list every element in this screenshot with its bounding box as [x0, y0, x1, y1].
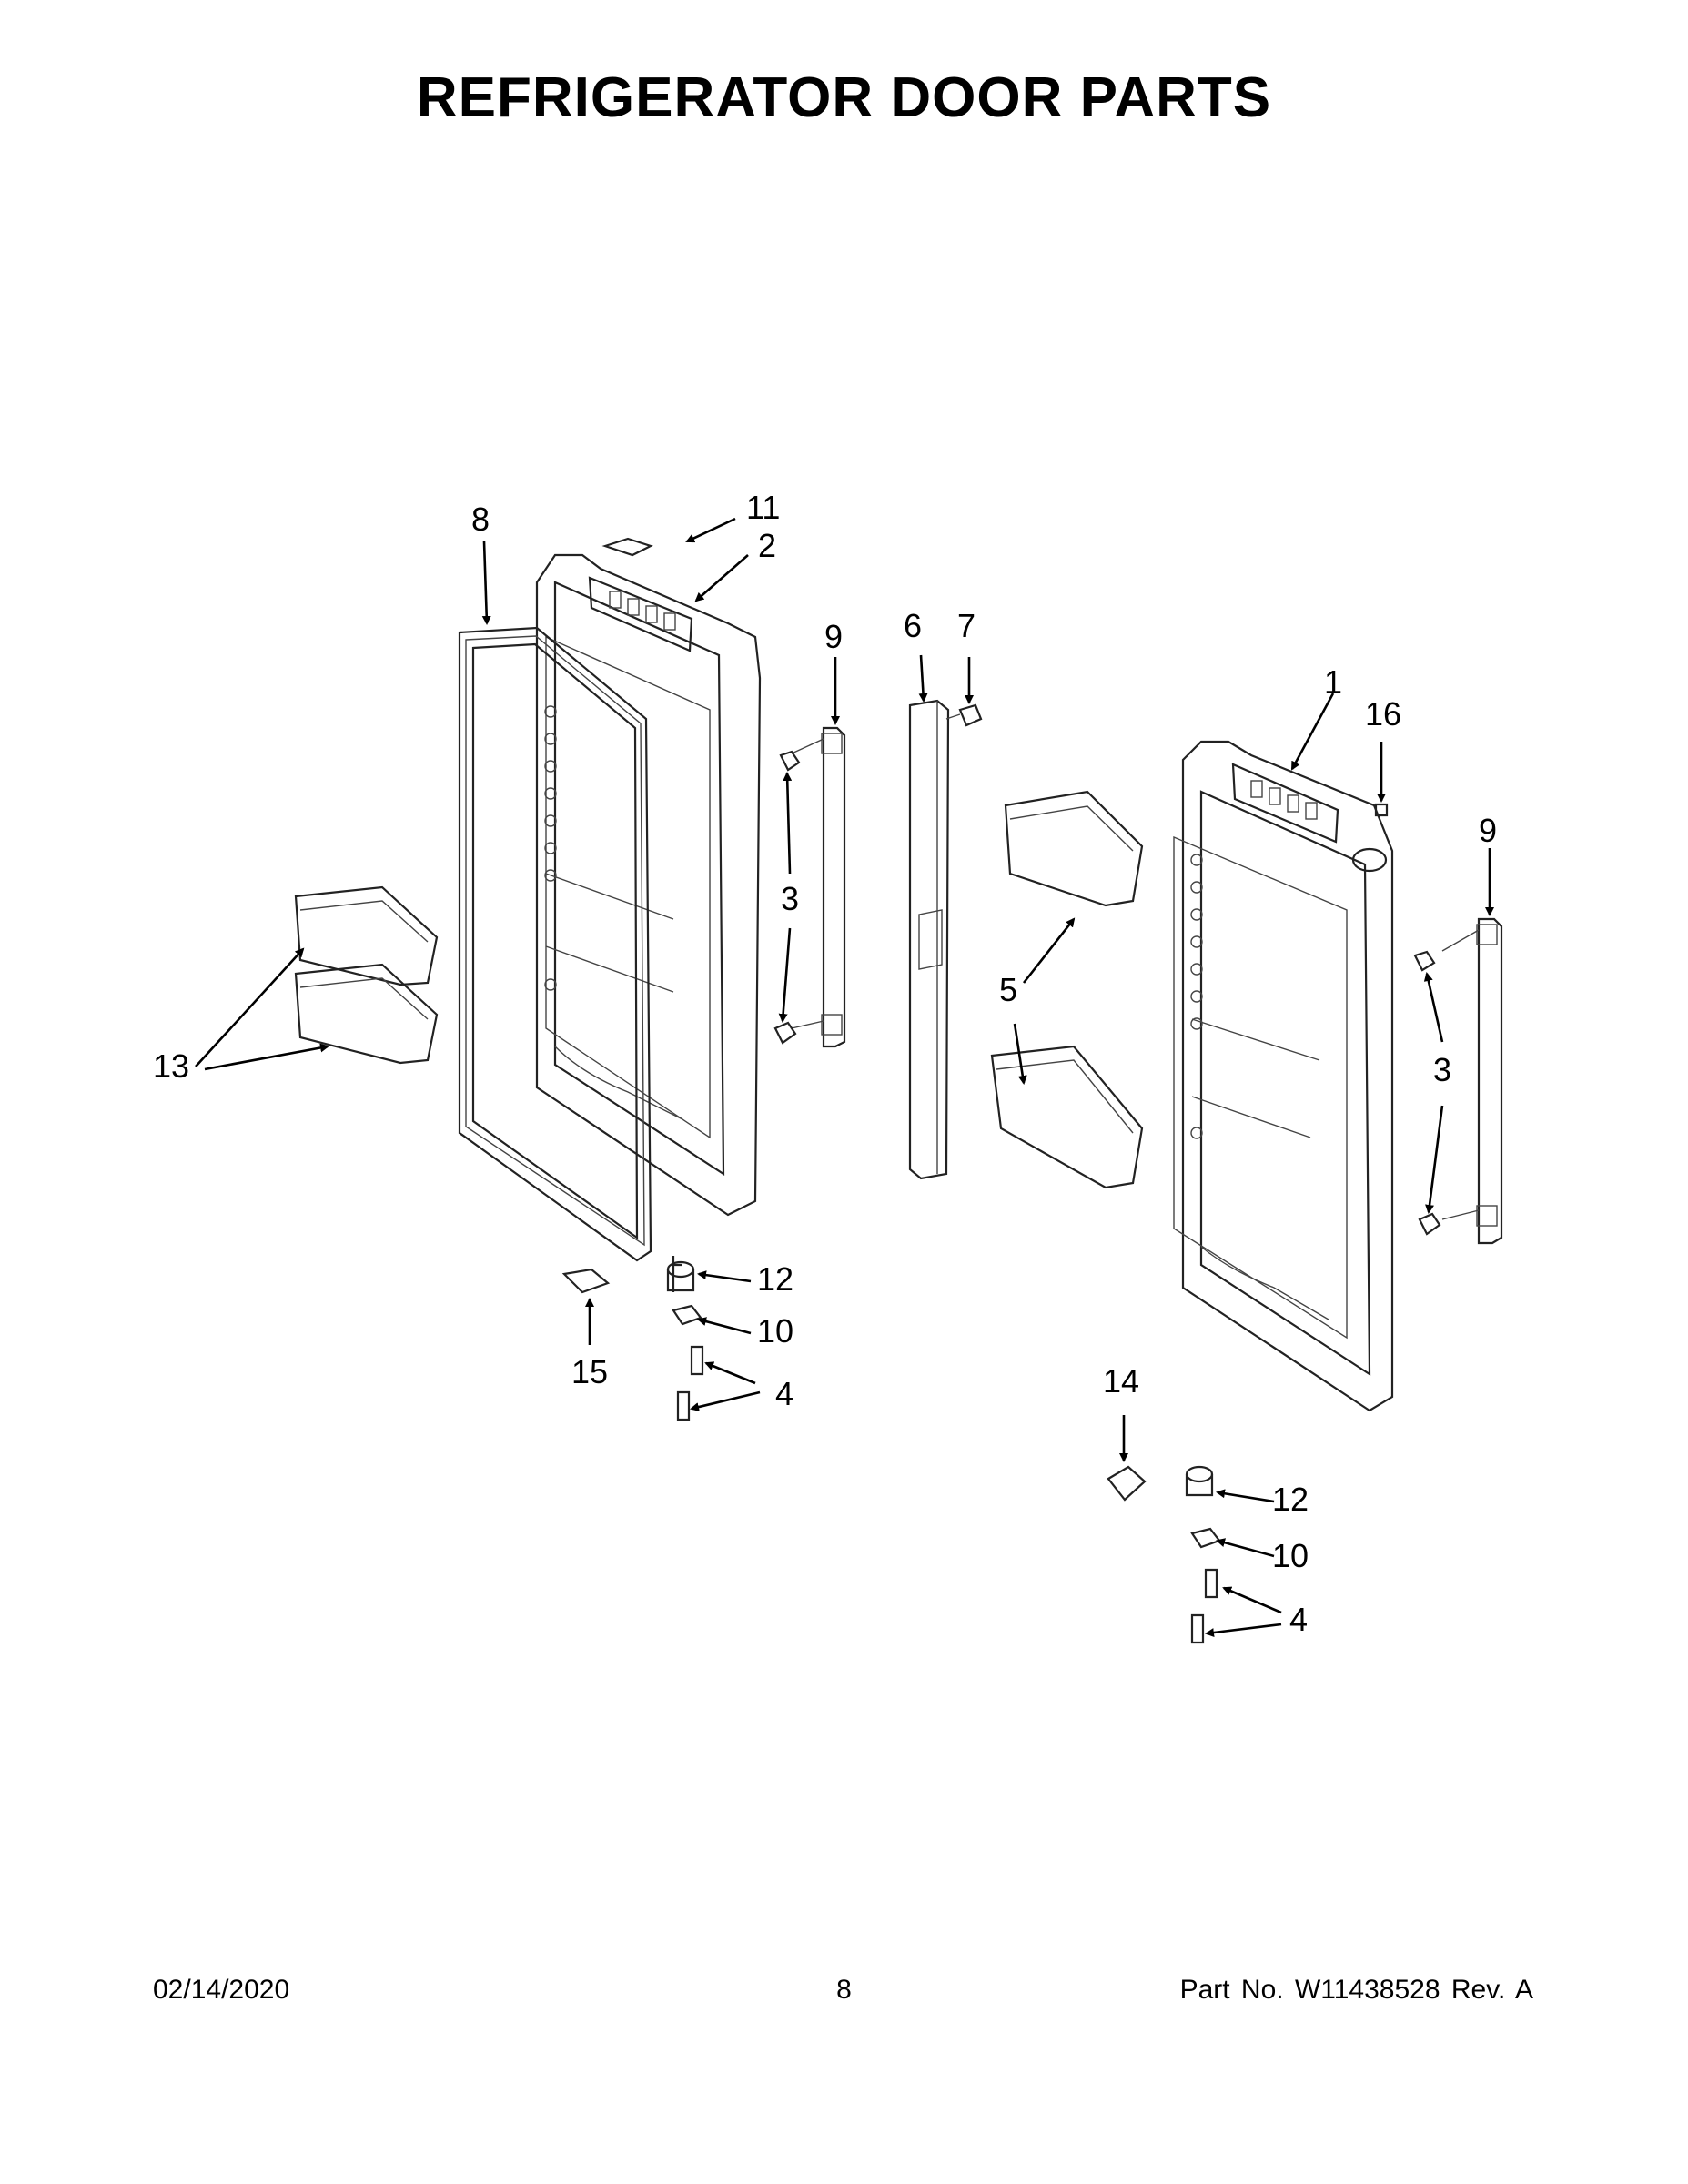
callout-11: 11	[746, 489, 780, 526]
left-hinge-hardware	[561, 1256, 704, 1421]
callout-3-right: 3	[1433, 1051, 1451, 1088]
callout-3-left: 3	[781, 880, 799, 917]
right-hinge-hardware	[1107, 1465, 1221, 1644]
callout-6: 6	[904, 607, 922, 644]
callout-5: 5	[999, 971, 1017, 1008]
footer-part-number: Part No. W11438528 Rev. A	[1179, 1975, 1533, 2005]
callout-12-left: 12	[757, 1260, 793, 1298]
left-door-top-vents	[609, 591, 676, 631]
callout-9-right: 9	[1479, 812, 1497, 849]
right-door-handle	[1441, 917, 1503, 1245]
callout-1: 1	[1324, 663, 1342, 701]
leader-arrows	[195, 517, 1494, 1637]
callout-2: 2	[758, 527, 776, 564]
callout-7: 7	[957, 607, 975, 644]
left-door-gasket	[458, 626, 652, 1262]
left-door-assembly	[535, 553, 762, 1217]
right-door-assembly	[1173, 740, 1394, 1412]
left-door-shelf-slots	[544, 705, 557, 991]
left-door-shim	[601, 537, 653, 557]
left-door-handle	[791, 726, 846, 1048]
callout-10-left: 10	[757, 1312, 793, 1350]
page-title: REFRIGERATOR DOOR PARTS	[416, 66, 1272, 129]
right-door-dispenser-socket	[1351, 847, 1388, 873]
callout-labels: 8 11 2 9 3 13 12 10 4 15 6 7 1 16 9 5 3 …	[153, 489, 1497, 1638]
right-door-top-vents	[1250, 780, 1318, 820]
callout-15: 15	[571, 1353, 608, 1390]
callout-12-right: 12	[1272, 1481, 1309, 1518]
footer-date: 02/14/2020	[153, 1975, 290, 2005]
callout-14: 14	[1103, 1362, 1139, 1400]
right-mount-studs	[1413, 950, 1441, 1236]
footer-page-number: 8	[836, 1975, 852, 2005]
left-door-bins	[294, 885, 439, 1065]
callout-13: 13	[153, 1047, 189, 1085]
callout-8: 8	[471, 500, 490, 538]
callout-16: 16	[1365, 695, 1401, 733]
right-door-shelf-slots	[1190, 854, 1203, 1139]
left-mount-studs	[773, 750, 801, 1045]
callout-4-right: 4	[1289, 1601, 1308, 1638]
center-mullion	[908, 699, 983, 1180]
callout-4-left: 4	[775, 1375, 793, 1412]
callout-9-left: 9	[824, 618, 843, 655]
callout-10-right: 10	[1272, 1537, 1309, 1574]
right-door-plug	[1374, 803, 1389, 817]
